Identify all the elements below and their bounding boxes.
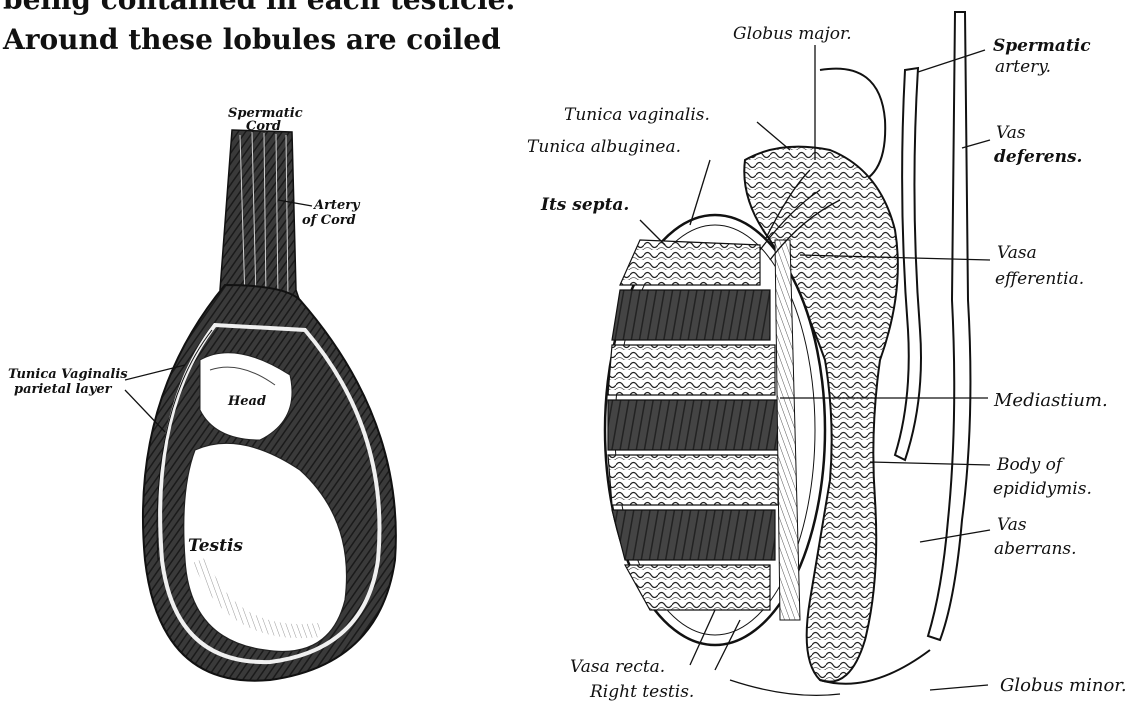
label-vas-aberrans: Vas [997, 515, 1027, 535]
label-tunica-vaginalis: Tunica vaginalis. [564, 105, 710, 125]
label-vas-deferens: Vas [996, 123, 1026, 143]
label-vas-aberrans-2: aberrans. [994, 539, 1077, 559]
right-testis-drawing: Globus major. Spermatic artery. Tunica v… [527, 12, 1127, 702]
label-spermatic-artery-2: artery. [995, 57, 1051, 77]
spermatic-artery-tube [895, 68, 921, 460]
label-vas-deferens-2: deferens. [994, 147, 1082, 167]
label-spermatic-cord-2: Cord [246, 119, 281, 134]
label-vasa-efferentia: Vasa [997, 243, 1037, 263]
left-testis-section: Spermatic Cord Artery of Cord Tunica Vag… [8, 106, 396, 681]
label-tunica-vaginalis-parietal: Tunica Vaginalis [8, 367, 128, 382]
label-testis: Testis [188, 536, 243, 556]
vas-deferens-tube [928, 12, 970, 640]
label-spermatic-artery: Spermatic [993, 36, 1091, 56]
label-globus-minor: Globus minor. [1000, 675, 1127, 696]
label-tunica-albuginea: Tunica albuginea. [527, 137, 681, 157]
label-artery-of-cord: Artery [312, 198, 361, 213]
label-right-testis: Right testis. [589, 682, 694, 702]
label-globus-major: Globus major. [733, 24, 852, 44]
label-vasa-recta: Vasa recta. [570, 657, 665, 677]
label-tunica-vaginalis-parietal-2: parietal layer [14, 382, 113, 397]
label-body-of-epididymis: Body of [996, 455, 1065, 475]
label-vasa-efferentia-2: efferentia. [995, 269, 1084, 289]
label-body-of-epididymis-2: epididymis. [993, 479, 1092, 499]
label-head: Head [227, 394, 266, 409]
testis-lobules [608, 240, 778, 610]
label-artery-of-cord-2: of Cord [302, 213, 356, 228]
label-mediastinum: Mediastium. [993, 390, 1108, 411]
label-its-septa: Its septa. [540, 195, 629, 215]
